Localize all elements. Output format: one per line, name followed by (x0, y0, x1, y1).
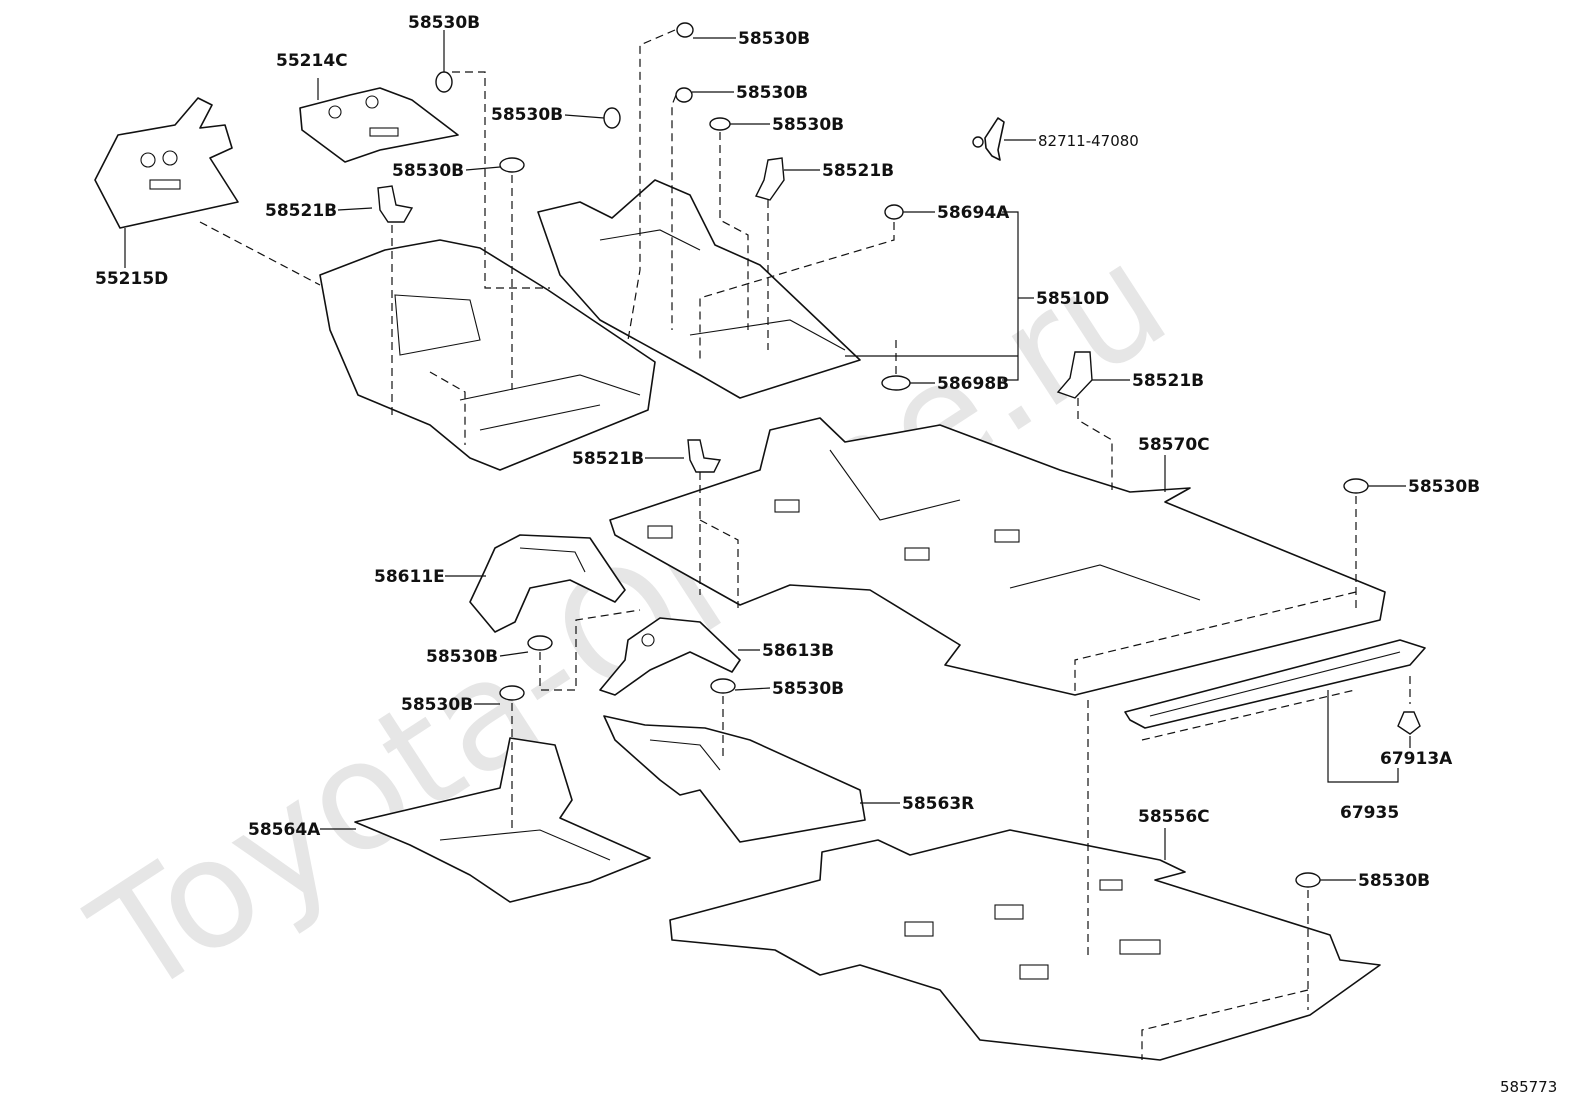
label-58530b-2: 58530B (738, 29, 810, 49)
label-82711-47080: 82711-47080 (1038, 132, 1139, 150)
label-58530b-6: 58530B (392, 161, 464, 181)
label-58530b-10: 58530B (401, 695, 473, 715)
assembly-dashed-lines (199, 29, 1411, 1060)
label-58521b-1: 58521B (265, 201, 337, 221)
part-58564a-floor-mat[interactable] (354, 737, 651, 903)
part-58613b-floor-panel[interactable] (599, 617, 741, 696)
label-58530b-3: 58530B (736, 83, 808, 103)
label-58611e: 58611E (374, 567, 445, 587)
part-55214c-insulator[interactable] (299, 87, 459, 163)
part-front-floor-carpet-left[interactable] (319, 239, 656, 471)
label-58570c: 58570C (1138, 435, 1210, 455)
label-58530b-11: 58530B (1358, 871, 1430, 891)
label-58521b-3: 58521B (1132, 371, 1204, 391)
label-58530b-5: 58530B (772, 115, 844, 135)
label-58510d: 58510D (1036, 289, 1109, 309)
label-58530b-9: 58530B (772, 679, 844, 699)
label-67935: 67935 (1340, 803, 1399, 823)
label-58698b: 58698B (937, 374, 1009, 394)
part-58563r-floor-mat[interactable] (603, 715, 866, 843)
fasteners-misc (881, 204, 1421, 735)
label-58530b-8: 58530B (426, 647, 498, 667)
part-55215d-insulator[interactable] (94, 97, 239, 229)
clips-58530b (435, 22, 1369, 888)
brackets-58521b (377, 157, 1093, 473)
figure-number: 585773 (1500, 1078, 1557, 1096)
label-55215d: 55215D (95, 269, 168, 289)
leader-lines (124, 30, 1411, 881)
label-58556c: 58556C (1138, 807, 1210, 827)
label-58613b: 58613B (762, 641, 834, 661)
label-58530b-7: 58530B (1408, 477, 1480, 497)
label-58530b-4: 58530B (491, 105, 563, 125)
part-82711-47080-clamp[interactable] (972, 117, 1005, 161)
part-67935-scuff-plate[interactable] (1124, 639, 1426, 729)
label-58694a: 58694A (937, 203, 1010, 223)
label-58521b-2: 58521B (822, 161, 894, 181)
part-58611e-floor-panel[interactable] (469, 534, 626, 633)
label-58563r: 58563R (902, 794, 974, 814)
part-58556c-rear-floor-mat[interactable] (669, 829, 1381, 1061)
label-55214c: 55214C (276, 51, 348, 71)
part-58510d-front-floor-carpet-right[interactable] (537, 179, 861, 399)
label-58564a: 58564A (248, 820, 321, 840)
label-67913a: 67913A (1380, 749, 1453, 769)
label-58530b-1: 58530B (408, 13, 480, 33)
part-58570c-rear-floor-carpet[interactable] (609, 417, 1386, 696)
label-58521b-4: 58521B (572, 449, 644, 469)
